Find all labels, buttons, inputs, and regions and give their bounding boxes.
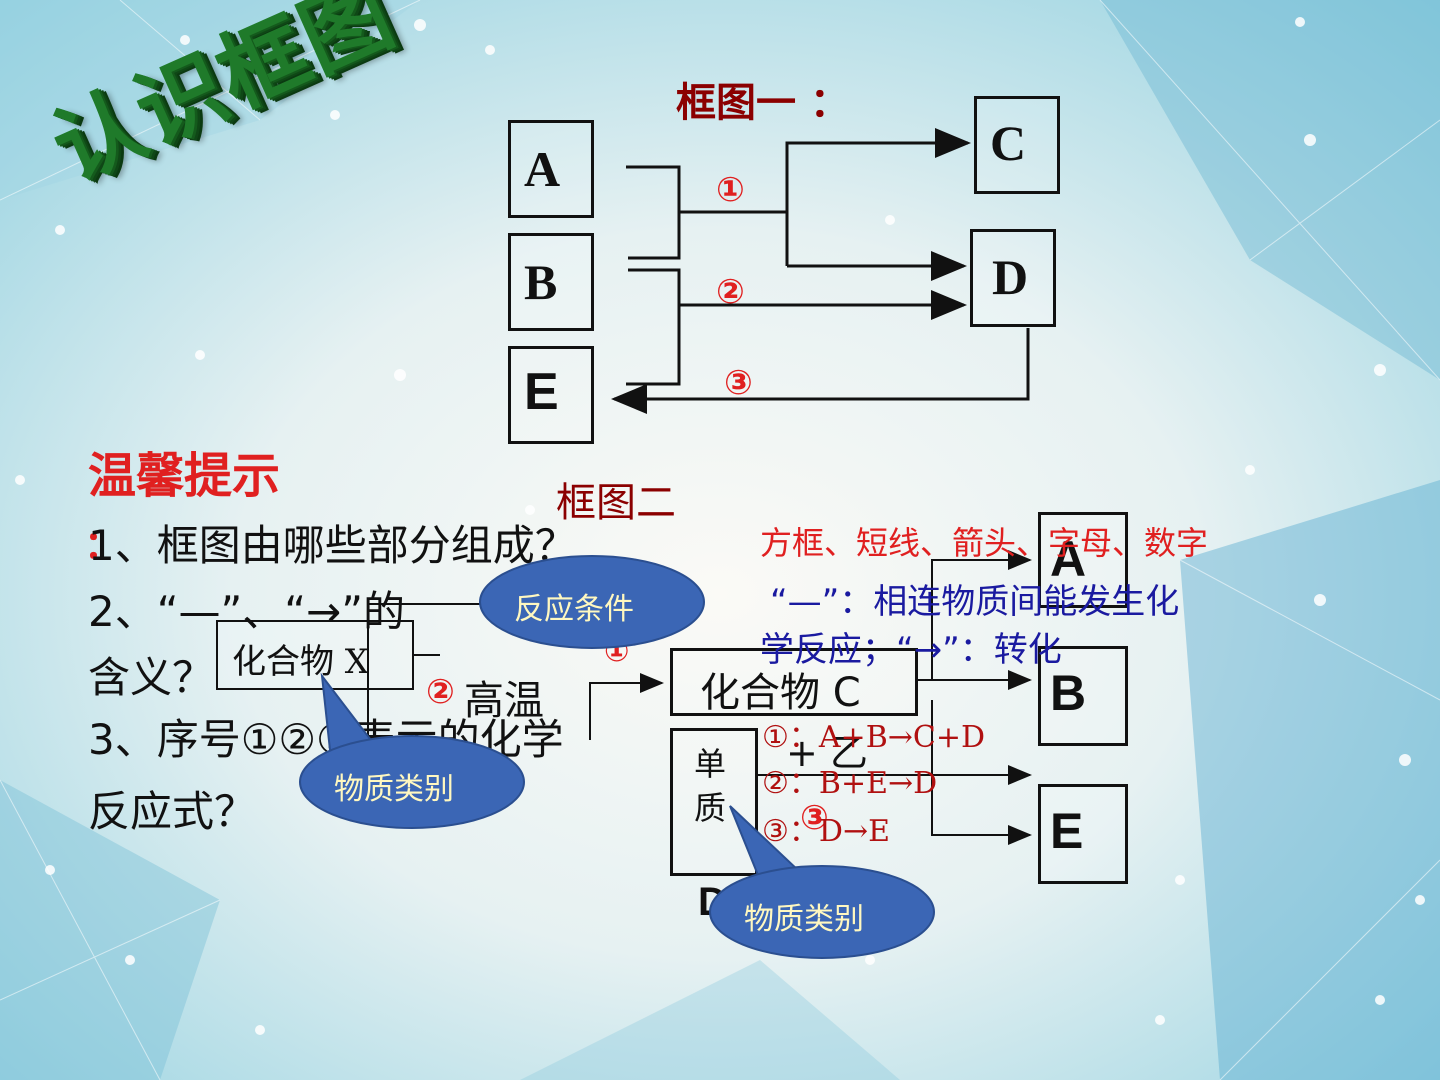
- diagram1-box-a: [508, 120, 594, 218]
- diagram2-box-a: [1038, 512, 1128, 608]
- diagram2-label-e: E: [1050, 803, 1084, 859]
- simple-substance-label: 单质: [694, 745, 727, 827]
- simple-substance-box: [670, 728, 758, 876]
- answer-2-line2: 学反应；“→”：转化: [760, 630, 1062, 670]
- diagram1-box-d: [970, 229, 1056, 327]
- answer-1: 方框、短线、箭头、字母、数字: [760, 524, 1209, 562]
- diagram2-number-3: ③: [800, 798, 829, 838]
- diagram1-label-e: E: [524, 363, 559, 421]
- diagram1-number-3: ③: [724, 363, 753, 403]
- diagram1-number-1: ①: [716, 170, 745, 210]
- diagram2-label-b: B: [1050, 665, 1087, 721]
- gaowen-label: 高温: [464, 678, 544, 724]
- compound-x-box: [216, 620, 414, 690]
- equation-2: ②：B+E→D: [762, 766, 938, 801]
- diagram-two-title: 框图二: [556, 480, 676, 526]
- diagram1-label-b: B: [524, 254, 558, 310]
- diagram1-box-e: [508, 346, 594, 444]
- tips-heading: 温馨提示: [88, 448, 281, 504]
- question-2-line2: 含义？: [88, 653, 215, 702]
- diagram2-box-b: [1038, 646, 1128, 746]
- diagram2-label-a: A: [1050, 531, 1087, 587]
- diagram2-box-e: [1038, 784, 1128, 884]
- tips-colon: ：: [84, 523, 123, 567]
- compound-c-box: [670, 648, 918, 716]
- question-2-line1: 2、“—”、“→”的: [88, 587, 405, 636]
- callout-reaction-condition: 反应条件: [514, 592, 634, 627]
- diagram1-number-2: ②: [716, 272, 745, 312]
- equation-1: ①：A+B→C+D: [762, 720, 986, 755]
- diagram1-box-b: [508, 233, 594, 331]
- diagram1-label-a: A: [524, 141, 561, 197]
- diagram1-box-c: [974, 96, 1060, 194]
- diagram-one-title: 框图一 ：: [676, 80, 850, 126]
- compound-c-label: 化合物 C: [700, 670, 861, 716]
- diagram1-label-d: D: [992, 249, 1029, 305]
- equation-3: ③：D→E: [762, 814, 890, 849]
- callout-substance-category-1: 物质类别: [334, 772, 454, 807]
- compound-x-label: 化合物 X: [232, 642, 370, 682]
- question-3-line2: 反应式？: [88, 787, 257, 836]
- plus-yi-label: + 乙: [786, 731, 868, 775]
- answer-2-line1: “—”：相连物质间能发生化: [770, 582, 1180, 622]
- diagram1-label-c: C: [990, 115, 1027, 171]
- question-1: 1、框图由哪些部分组成？: [88, 521, 577, 570]
- callout-substance-category-2: 物质类别: [744, 902, 864, 937]
- diagram2-number-2: ②: [426, 672, 455, 712]
